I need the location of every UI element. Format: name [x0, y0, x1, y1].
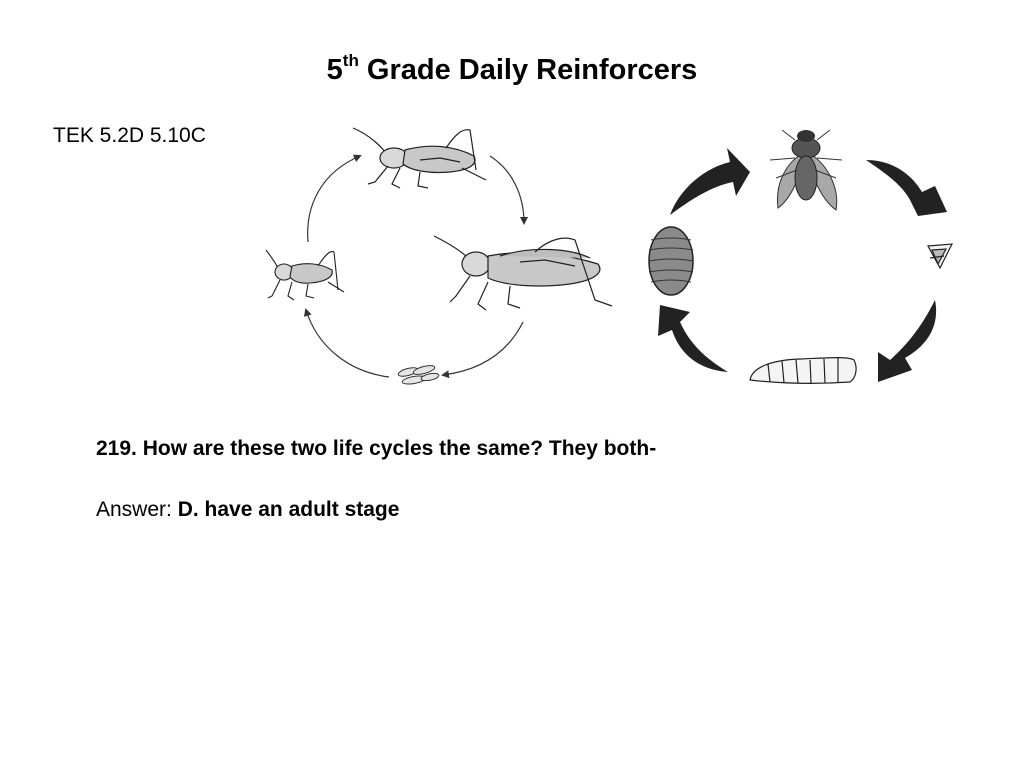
- grasshopper-cycle: [265, 127, 613, 385]
- answer-label: Answer:: [96, 498, 178, 521]
- answer-text: D. have an adult stage: [177, 498, 400, 521]
- cycle-arrow: [303, 308, 390, 378]
- cycle-arrow: [658, 305, 728, 372]
- fly-adult-icon: [769, 129, 843, 211]
- fly-larva-icon: [749, 357, 857, 384]
- title-number: 5: [326, 54, 343, 86]
- title-superscript: th: [342, 51, 359, 70]
- fly-pupa-icon: [648, 226, 694, 296]
- page-title: 5th Grade Daily Reinforcers: [0, 50, 1024, 90]
- fly-eggs-icon: [927, 243, 954, 270]
- title-text: Grade Daily Reinforcers: [358, 54, 698, 86]
- tek-label: TEK 5.2D 5.10C: [53, 124, 206, 147]
- cycle-arrow: [441, 321, 524, 379]
- cycle-arrow: [489, 155, 528, 225]
- fly-cycle: [648, 129, 954, 384]
- cycle-arrow: [866, 160, 947, 216]
- grasshopper-nymph-large-icon: [352, 127, 487, 189]
- cycle-arrow: [670, 148, 750, 215]
- grasshopper-nymph-small-icon: [265, 249, 345, 301]
- answer-line: Answer: D. have an adult stage: [96, 497, 399, 523]
- question-text: 219. How are these two life cycles the s…: [96, 437, 657, 460]
- grasshopper-eggs-icon: [397, 365, 440, 385]
- cycle-arrow: [307, 154, 362, 243]
- grasshopper-adult-icon: [433, 235, 613, 311]
- cycle-arrow: [878, 300, 937, 382]
